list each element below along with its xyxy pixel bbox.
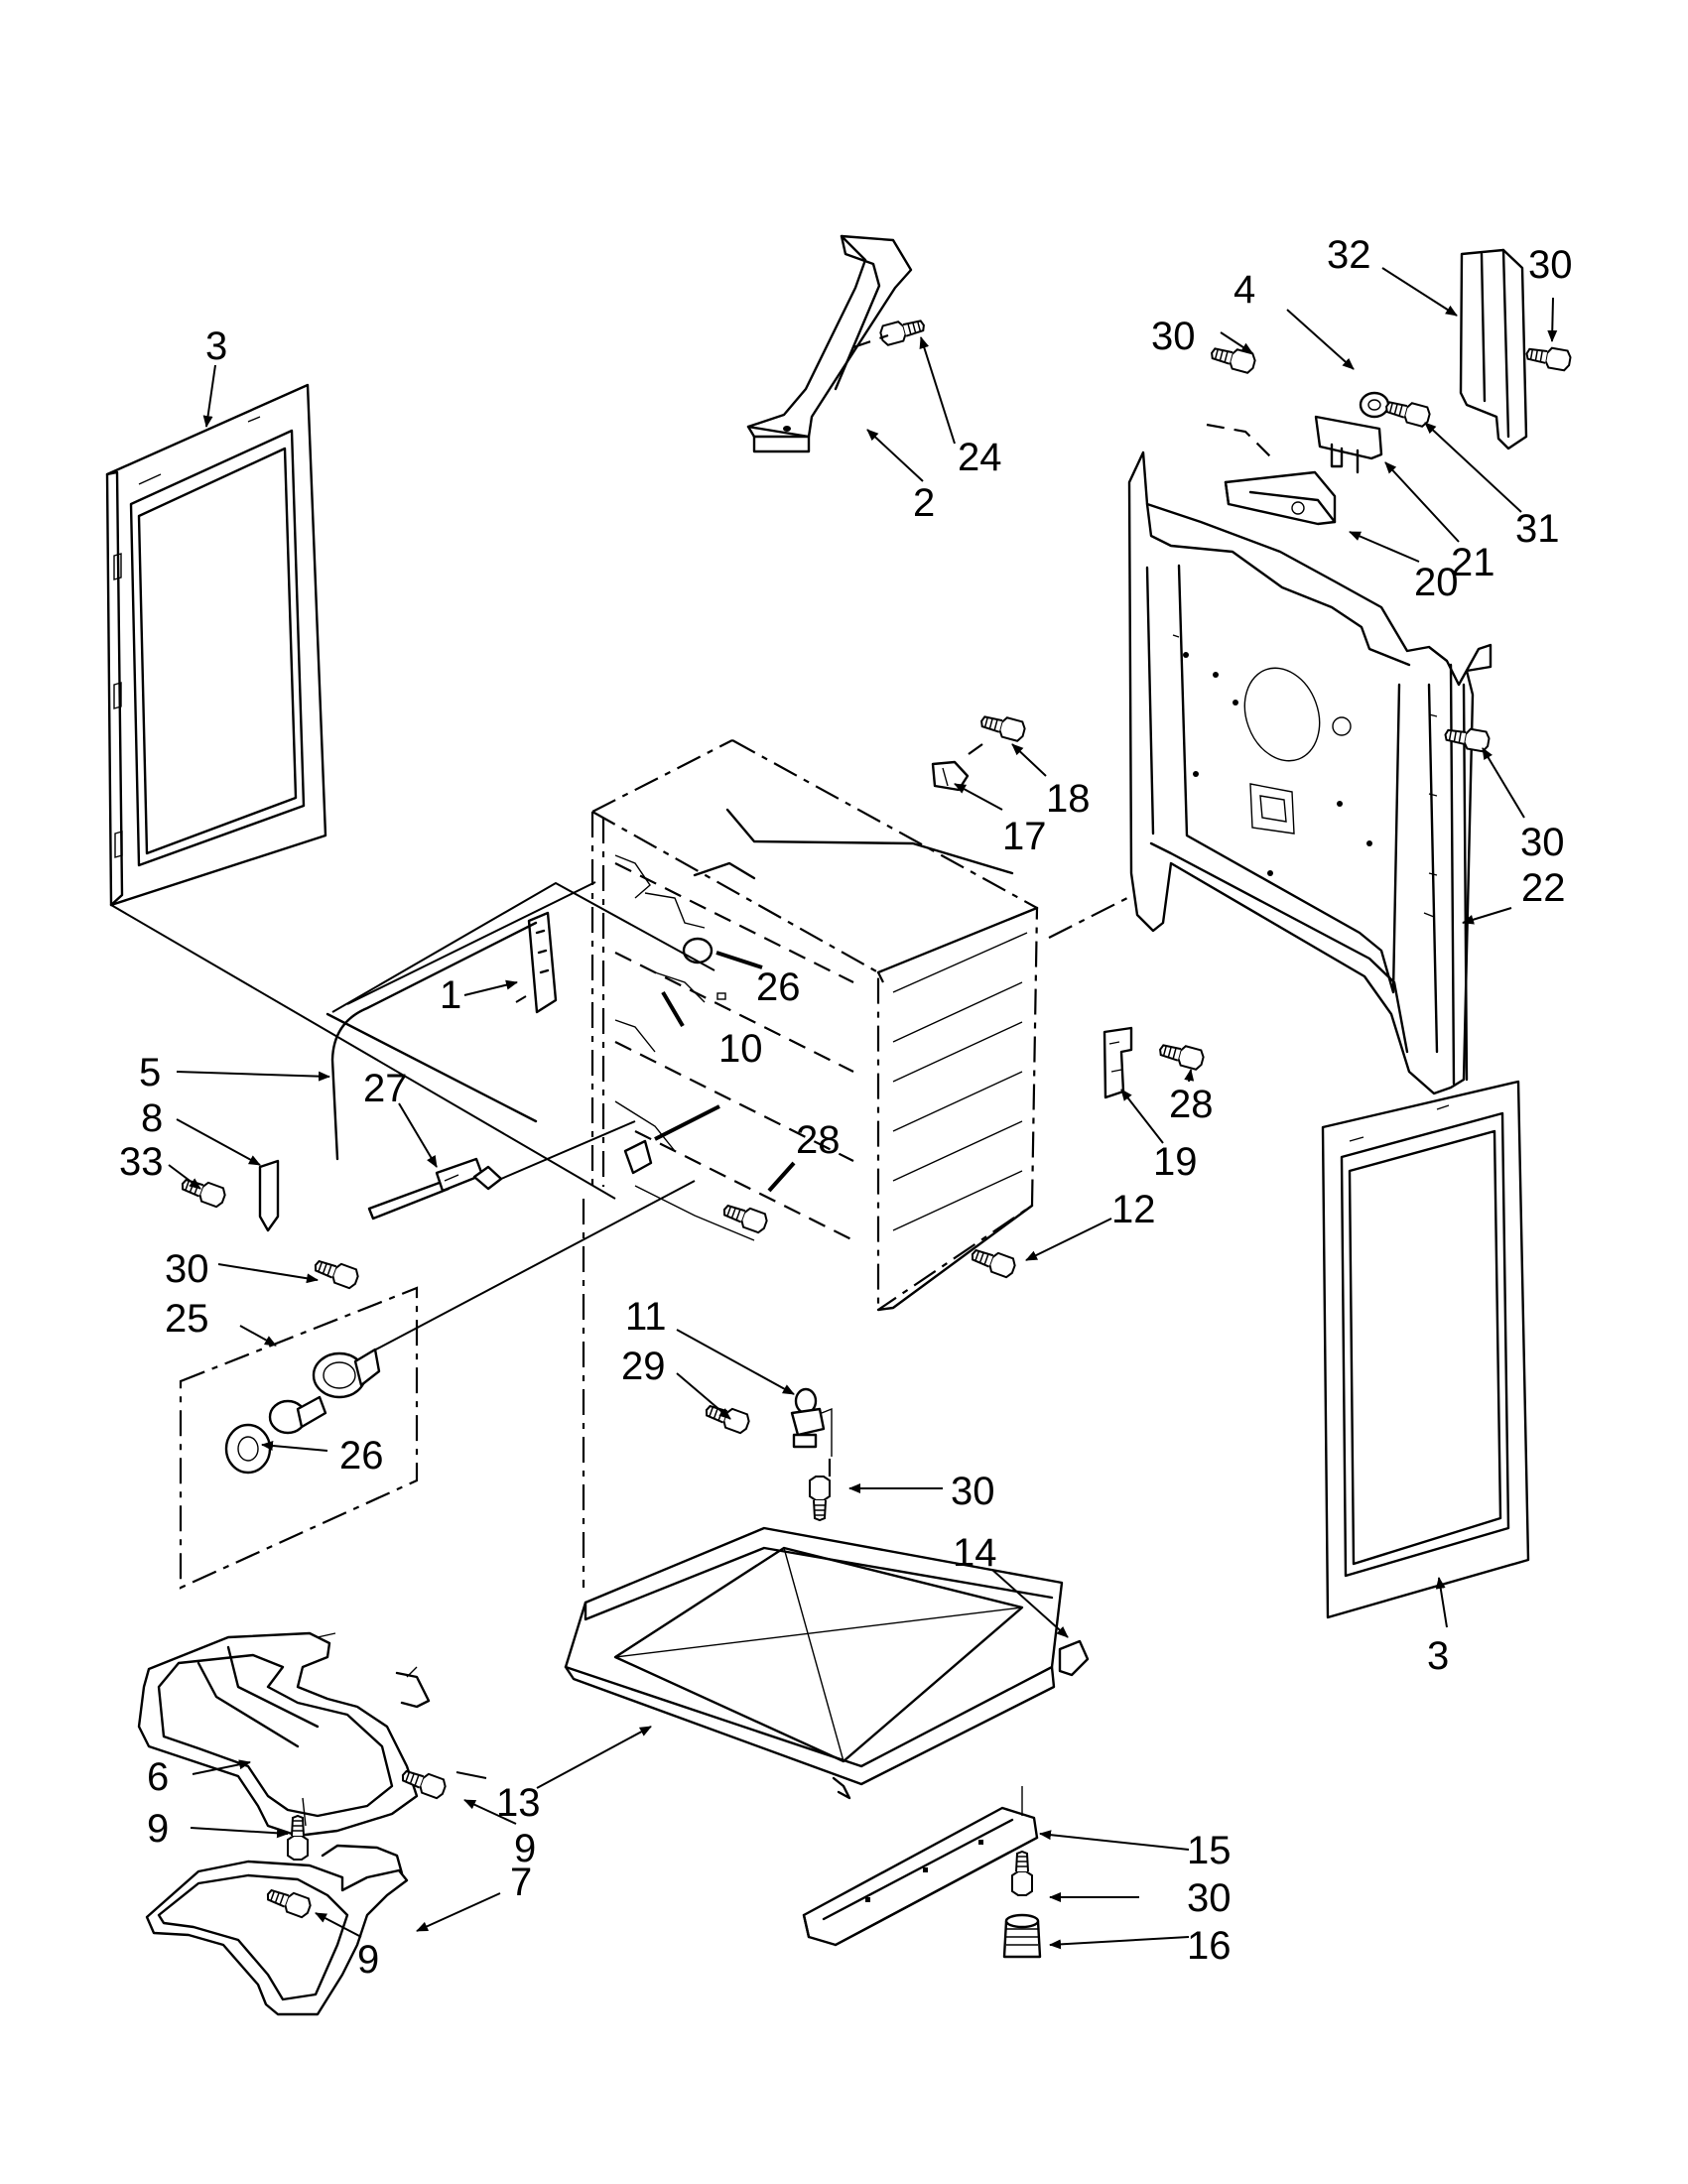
callout-23: 24: [958, 436, 1002, 479]
callout-9-bottom: 9: [357, 1938, 379, 1982]
callout-30-hinge: 30: [951, 1470, 995, 1513]
callout-28-center: 28: [796, 1118, 841, 1162]
callout-30-top-left: 30: [1151, 315, 1196, 358]
callout-3-right: 3: [1427, 1634, 1449, 1678]
callout-5: 5: [139, 1051, 161, 1094]
door-hinge-receiver: [790, 1387, 833, 1478]
callout-12: 12: [1111, 1188, 1156, 1231]
broil-element: [137, 1631, 431, 1838]
callout-18: 18: [1046, 777, 1091, 821]
callout-7: 7: [510, 1861, 532, 1904]
callout-22: 22: [1521, 866, 1566, 910]
callout-29: 29: [621, 1345, 666, 1388]
support-bracket: [746, 234, 913, 453]
oven-bottom: [564, 1526, 1064, 1800]
callout-3-left: 3: [205, 324, 227, 368]
callout-25: 26: [339, 1434, 384, 1477]
callout-6: 6: [147, 1755, 169, 1799]
temperature-sensor: [367, 1157, 503, 1220]
bottom-clip: [1058, 1639, 1090, 1677]
callout-9-mid: 9: [514, 1827, 536, 1870]
side-panel-left: [105, 383, 327, 907]
door-gasket: [325, 921, 538, 1161]
callout-30-rail: 30: [1187, 1876, 1232, 1920]
leader-lines: [168, 267, 1558, 1950]
callout-10: 10: [718, 1027, 763, 1071]
side-panel-right: [1321, 1080, 1530, 1619]
callout-30-left: 30: [165, 1247, 209, 1291]
oven-cavity: [590, 739, 1039, 1312]
callout-27: 27: [363, 1067, 408, 1110]
callout-17: 17: [1002, 815, 1047, 858]
callout-20: 20: [1414, 561, 1459, 604]
back-panel: [1127, 450, 1493, 1095]
callout-26: 26: [756, 965, 801, 1009]
callout-33: 33: [119, 1140, 164, 1184]
oven-light-assembly: [224, 1348, 381, 1475]
callout-14: 14: [953, 1531, 997, 1575]
oven-sensor: [527, 911, 763, 1028]
callout-31: 31: [1515, 507, 1560, 551]
callout-30-back: 30: [1520, 821, 1565, 864]
oven-element-connectors: [623, 1104, 796, 1235]
callout-2: 2: [913, 481, 935, 525]
callout-4: 4: [1234, 268, 1255, 312]
bake-element: [145, 1844, 409, 2016]
leveling-rail: [802, 1786, 1039, 1947]
callout-28-right: 28: [1169, 1083, 1214, 1126]
rear-bracket: [1459, 248, 1528, 450]
callout-11: 11: [625, 1295, 667, 1339]
callout-8: 8: [141, 1096, 163, 1140]
anti-tip-bracket: [1224, 470, 1337, 526]
callout-21: 21: [1451, 541, 1495, 584]
hinge-bracket: [1314, 391, 1390, 474]
callout-15: 15: [1187, 1829, 1232, 1872]
leveling-leg: [1002, 1913, 1042, 1959]
callout-labels: 3 2 24 30 4 32 30 31 21 20 30 22 18 17 2…: [119, 233, 1573, 1982]
callout-9-top: 9: [147, 1807, 169, 1851]
callout-32: 32: [1327, 233, 1371, 277]
callout-13: 13: [496, 1781, 541, 1825]
callout-1: 1: [440, 973, 461, 1017]
switch-bracket: [1103, 1026, 1133, 1099]
callout-19: 19: [1153, 1140, 1198, 1184]
latch-pin: [258, 1159, 280, 1232]
callout-30-top-right: 30: [1528, 243, 1573, 287]
callout-16: 16: [1187, 1924, 1232, 1968]
latch-clip: [931, 760, 970, 792]
callout-24: 25: [165, 1297, 209, 1341]
